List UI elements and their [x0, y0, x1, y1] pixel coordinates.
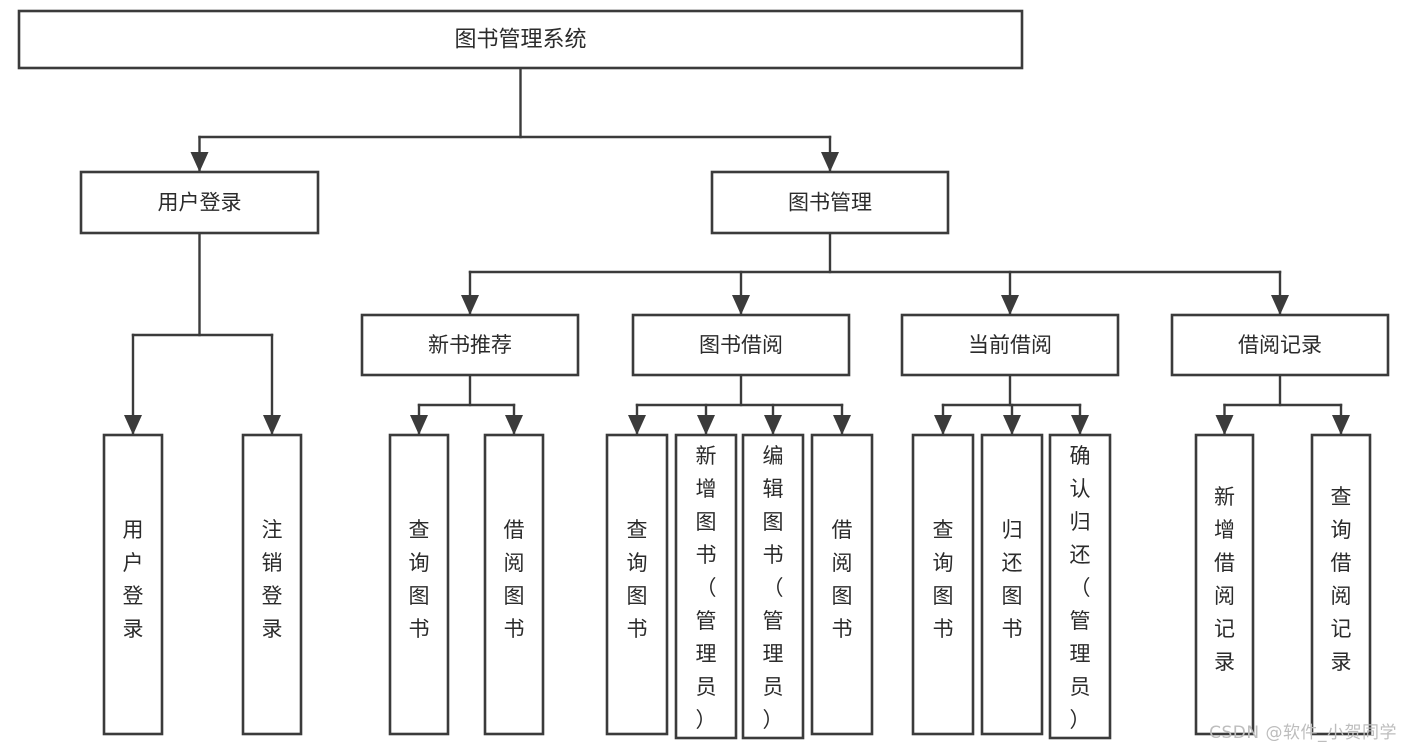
node-label: 新增借阅记录 [1214, 485, 1235, 674]
node-box [900, 313, 1120, 377]
node-leaf-user-login[interactable]: 用户登录 [102, 433, 164, 736]
node-label: 查询图书 [933, 518, 954, 641]
node-label: 查询图书 [409, 518, 430, 641]
node-box [17, 9, 1024, 70]
node-leaf-edit-book-admin[interactable]: 编辑图书（管理员） [741, 433, 805, 740]
node-label: 查询借阅记录 [1331, 485, 1352, 674]
node-box [674, 433, 738, 740]
arrow-head [1271, 295, 1289, 315]
node-label: 确认归还（管理员） [1070, 444, 1091, 732]
node-leaf-return-book[interactable]: 归还图书 [980, 433, 1044, 736]
node-box [710, 170, 950, 235]
arrow-head [1003, 415, 1021, 435]
node-label: 当前借阅 [968, 333, 1052, 357]
node-label: 图书管理 [788, 191, 872, 215]
node-box [360, 313, 580, 377]
arrow-head [263, 415, 281, 435]
connectors-layer [124, 66, 1350, 436]
arrow-head [934, 415, 952, 435]
node-box [388, 433, 450, 736]
node-label: 借阅图书 [832, 518, 853, 641]
node-box [1170, 313, 1390, 377]
node-book-borrow[interactable]: 图书借阅 [631, 313, 851, 377]
node-label: 图书管理系统 [454, 28, 586, 53]
node-leaf-logout[interactable]: 注销登录 [241, 433, 303, 736]
arrow-head [732, 295, 750, 315]
arrow-head [697, 415, 715, 435]
arrow-head [505, 415, 523, 435]
node-label: 用户登录 [158, 191, 242, 215]
node-borrow-record[interactable]: 借阅记录 [1170, 313, 1390, 377]
node-user-login[interactable]: 用户登录 [79, 170, 320, 235]
node-box [1310, 433, 1372, 736]
arrow-head [1071, 415, 1089, 435]
arrow-head [833, 415, 851, 435]
node-book-management[interactable]: 图书管理 [710, 170, 950, 235]
node-box [79, 170, 320, 235]
node-box [102, 433, 164, 736]
node-label: 图书借阅 [699, 333, 783, 357]
node-box [241, 433, 303, 736]
node-leaf-query-book-recommend[interactable]: 查询图书 [388, 433, 450, 736]
node-new-book-recommend[interactable]: 新书推荐 [360, 313, 580, 377]
node-label: 借阅图书 [504, 518, 525, 641]
arrow-head [821, 152, 839, 172]
node-leaf-add-book-admin[interactable]: 新增图书（管理员） [674, 433, 738, 740]
arrow-head [1215, 415, 1234, 435]
nodes-layer: 图书管理系统用户登录图书管理新书推荐图书借阅当前借阅借阅记录用户登录注销登录查询… [17, 9, 1390, 740]
arrow-head [1332, 415, 1350, 435]
arrow-head [124, 415, 142, 435]
arrow-head [410, 415, 428, 435]
node-leaf-confirm-return-admin[interactable]: 确认归还（管理员） [1048, 433, 1112, 740]
node-box [741, 433, 805, 740]
node-box [631, 313, 851, 377]
node-label: 编辑图书（管理员） [763, 444, 784, 732]
arrow-head [190, 152, 209, 172]
node-leaf-query-borrow-record[interactable]: 查询借阅记录 [1310, 433, 1372, 736]
node-current-borrow[interactable]: 当前借阅 [900, 313, 1120, 377]
node-box [605, 433, 669, 736]
node-label: 注销登录 [262, 518, 283, 641]
node-box [980, 433, 1044, 736]
node-leaf-borrow-book-recommend[interactable]: 借阅图书 [483, 433, 545, 736]
node-box [810, 433, 874, 736]
node-label: 借阅记录 [1238, 333, 1322, 357]
node-leaf-add-borrow-record[interactable]: 新增借阅记录 [1194, 433, 1255, 736]
node-root[interactable]: 图书管理系统 [17, 9, 1024, 70]
arrow-head [461, 295, 479, 315]
node-label: 归还图书 [1002, 518, 1023, 641]
arrow-head [1001, 295, 1019, 315]
node-leaf-borrow-book[interactable]: 借阅图书 [810, 433, 874, 736]
node-label: 用户登录 [123, 518, 144, 641]
node-box [483, 433, 545, 736]
node-label: 查询图书 [627, 518, 648, 641]
arrow-head [628, 415, 646, 435]
watermark-text: CSDN @软件_小贺同学 [1209, 723, 1397, 743]
node-box [1048, 433, 1112, 740]
node-label: 新书推荐 [428, 333, 512, 357]
node-leaf-query-book-current[interactable]: 查询图书 [911, 433, 975, 736]
node-box [1194, 433, 1255, 736]
node-leaf-query-book-borrow[interactable]: 查询图书 [605, 433, 669, 736]
node-box [911, 433, 975, 736]
arrow-head [764, 415, 782, 435]
node-label: 新增图书（管理员） [696, 444, 717, 732]
